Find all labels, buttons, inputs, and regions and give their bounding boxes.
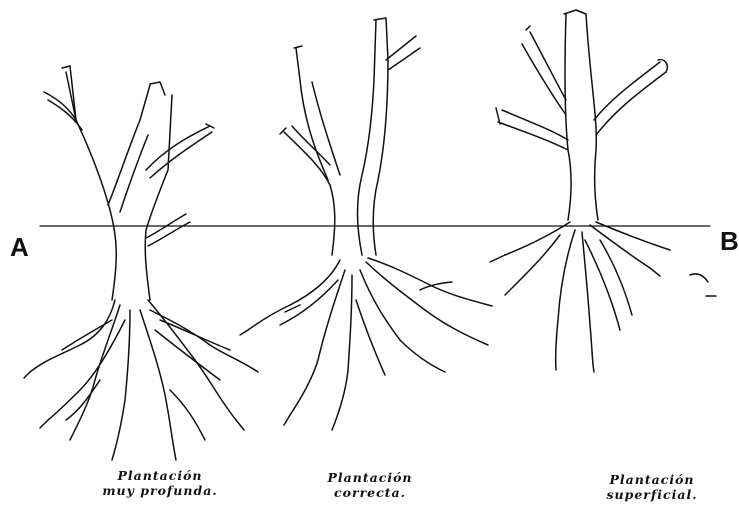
- caption-shallow-line1: Plantación: [572, 472, 732, 487]
- caption-deep-line1: Plantación: [80, 468, 240, 483]
- caption-correct-line1: Plantación: [290, 470, 450, 485]
- caption-deep-line2: muy profunda.: [80, 483, 240, 498]
- caption-shallow-line2: superficial.: [572, 487, 732, 502]
- marker-b: B: [720, 226, 739, 257]
- caption-shallow: Plantación superficial.: [572, 472, 732, 502]
- marker-a: A: [10, 232, 29, 263]
- caption-correct: Plantación correcta.: [290, 470, 450, 500]
- plant-shallow: [490, 10, 716, 372]
- plant-correct: [240, 18, 492, 430]
- caption-deep: Plantación muy profunda.: [80, 468, 240, 498]
- caption-correct-line2: correcta.: [290, 485, 450, 500]
- plant-deep: [24, 66, 258, 460]
